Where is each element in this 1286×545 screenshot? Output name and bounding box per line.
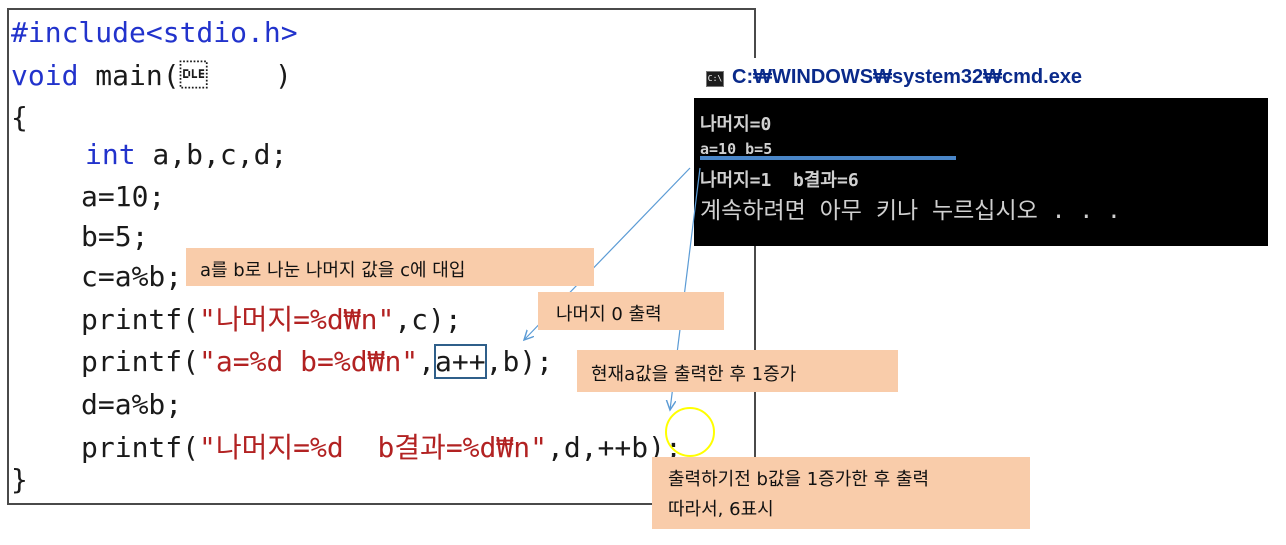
note-a-post-increment: 현재a값을 출력한 후 1증가 xyxy=(577,350,898,392)
code-line-open-brace: { xyxy=(11,101,28,134)
note-b-line-1: 출력하기전 b값을 1증가한 후 출력 xyxy=(668,469,930,490)
code-line-declare: int a,b,c,d; xyxy=(85,138,288,171)
cmd-icon: C:\ xyxy=(706,71,724,87)
code-line-printf-db: printf("나머지=%d b결과=%d₩n",d,++b); xyxy=(81,431,682,464)
note-remainder-assign: a를 b로 나눈 나머지 값을 c에 대입 xyxy=(186,248,594,286)
code-line-printf-ab: printf("a=%d b=%d₩n",a++,b); xyxy=(81,344,554,379)
code-line-close-brace: } xyxy=(11,463,28,496)
console-title-bar: C:\ C:₩WINDOWS₩system32₩cmd.exe xyxy=(694,58,1268,98)
note-remainder-output: 나머지 0 출력 xyxy=(538,292,724,330)
code-editor: #include<stdio.h> void main( ) { int a,… xyxy=(7,8,756,505)
code-line-assign-b: b=5; xyxy=(81,220,149,253)
code-line-main: void main( ) xyxy=(11,59,292,92)
b-increment-highlight xyxy=(665,407,715,457)
console-line-1: 나머지=0 xyxy=(700,114,772,135)
code-line-include: #include<stdio.h> xyxy=(11,16,298,49)
code-line-assign-a: a=10; xyxy=(81,180,166,213)
note-b-pre-increment: 출력하기전 b값을 1증가한 후 출력 따라서, 6표시 xyxy=(652,457,1030,529)
a-increment-highlight: a++ xyxy=(434,344,487,379)
code-line-printf-c: printf("나머지=%d₩n",c); xyxy=(81,303,462,336)
console-line-3: 나머지=1 b결과=6 xyxy=(700,170,859,191)
console-title: C:₩WINDOWS₩system32₩cmd.exe xyxy=(732,66,1083,88)
console-line-2: a=10 b=5 xyxy=(700,140,773,158)
code-line-assign-d: d=a%b; xyxy=(81,388,183,421)
console-window: C:\ C:₩WINDOWS₩system32₩cmd.exe 나머지=0 a=… xyxy=(694,58,1268,246)
console-line-4: 계속하려면 아무 키나 누르십시오 . . . xyxy=(700,198,1121,224)
note-b-line-2: 따라서, 6표시 xyxy=(668,499,774,520)
code-line-assign-c: c=a%b; xyxy=(81,260,183,293)
